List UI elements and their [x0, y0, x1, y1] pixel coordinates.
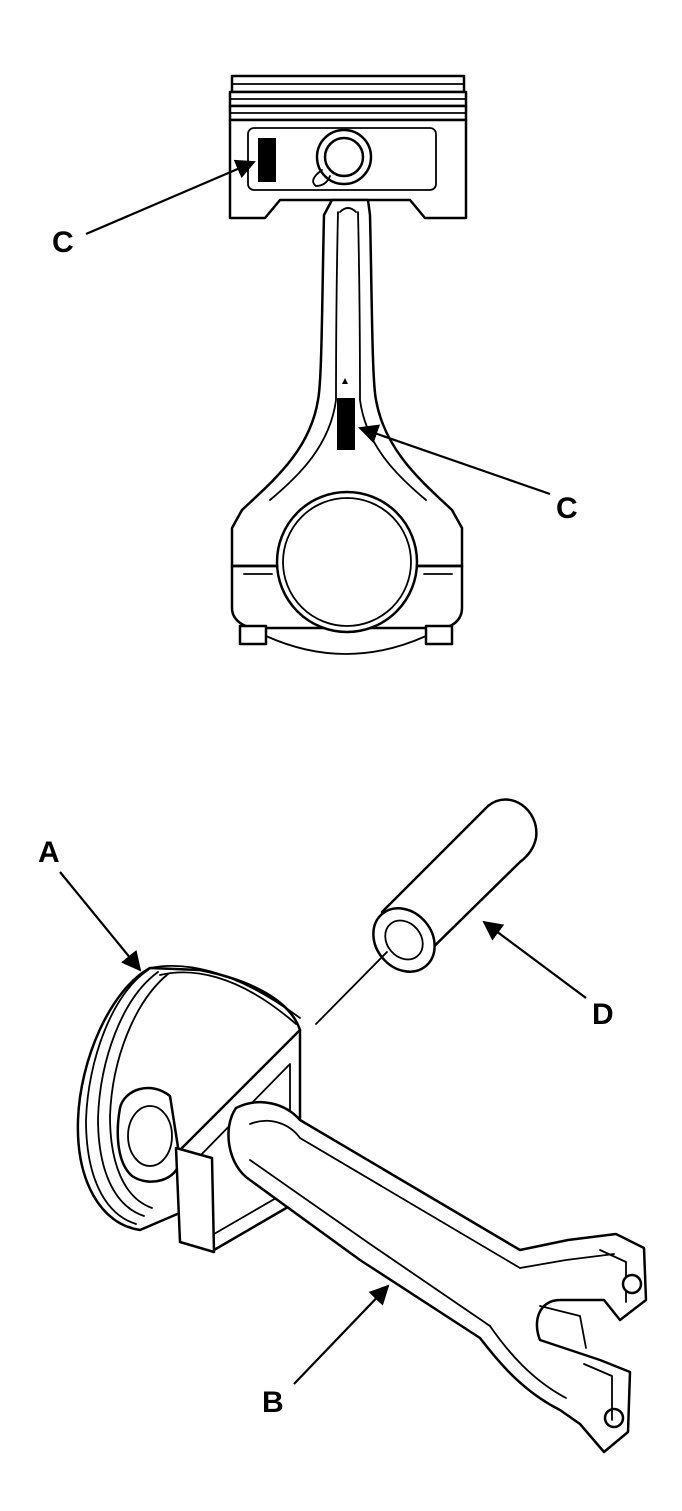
connecting-rod-isometric: [227, 1100, 648, 1454]
big-end-bore: [275, 490, 419, 634]
label-c-piston: C: [52, 226, 74, 259]
piston-mark: [258, 138, 276, 182]
arrow-a: [59, 871, 142, 972]
label-b: B: [262, 1386, 284, 1419]
cap-bolt-left: [238, 624, 268, 646]
label-a: A: [38, 836, 60, 869]
front-view-assembly: [228, 74, 468, 655]
label-d: D: [592, 998, 614, 1031]
piston-rings: [228, 74, 468, 122]
label-c-rod: C: [556, 492, 578, 525]
arrow-d: [482, 920, 587, 999]
arrow-c-rod: [358, 424, 551, 496]
rod-mark: [337, 398, 355, 450]
arrow-c-piston: [85, 159, 256, 236]
arrow-b: [293, 1284, 390, 1385]
cap-bolt-right: [424, 624, 454, 646]
piston-pin: [315, 798, 538, 1025]
